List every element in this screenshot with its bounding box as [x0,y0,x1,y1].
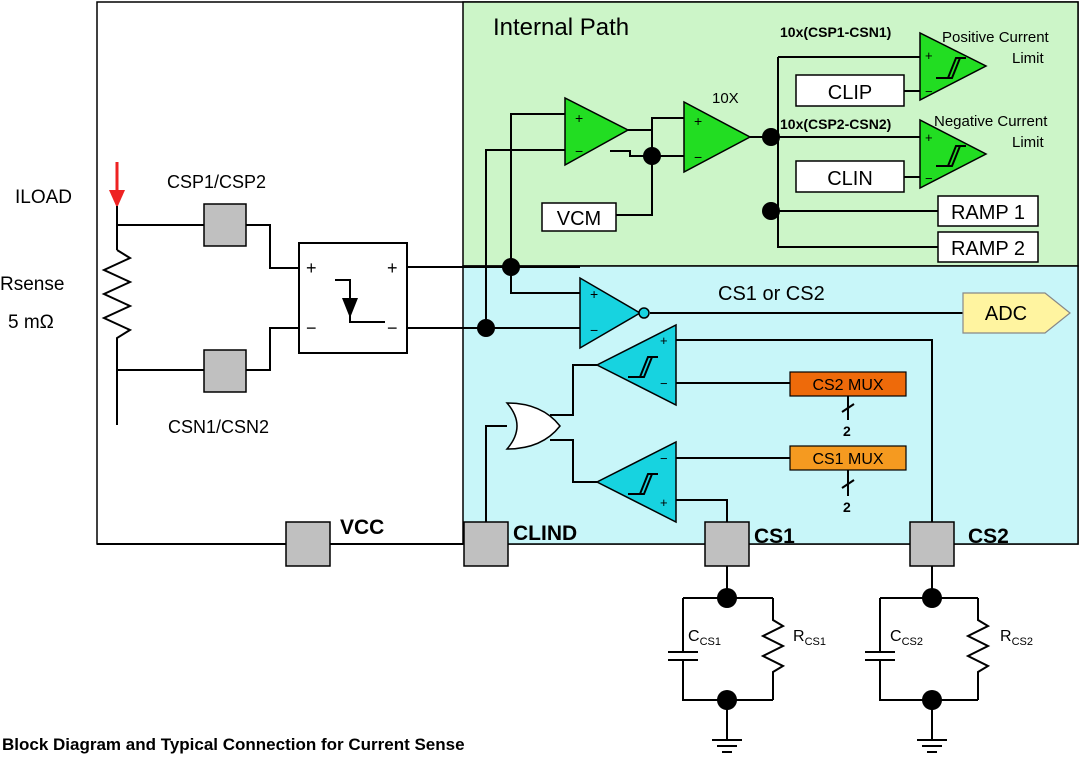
main-wires [97,56,963,545]
or-gate [505,402,561,450]
svg-text:CLIP: CLIP [828,82,872,104]
cs2-external-network: CCS2 RCS2 [865,566,1033,753]
sense-frontend-block: + − + − [298,242,408,354]
rsense-value-label: 5 mΩ [8,312,54,333]
cs1-pin [704,521,750,567]
svg-text:ADC: ADC [985,303,1027,325]
junction-dots [477,128,780,337]
svg-text:CS2 MUX: CS2 MUX [812,377,883,394]
clind-pin [463,521,509,567]
amp-10x: + − [683,100,752,174]
diff2-label: 10x(CSP2-CSN2) [780,116,891,132]
svg-text:+: + [590,286,598,302]
cs1-mux-block: CS1 MUX 2 [789,445,907,515]
svg-text:−: − [660,376,668,391]
neg-limit-label-2: Limit [1012,134,1045,151]
cs2-mux-block: CS2 MUX 2 [789,371,907,439]
svg-text:CCS2: CCS2 [890,628,923,648]
svg-text:−: − [925,84,933,99]
svg-text:RCS2: RCS2 [1000,628,1033,648]
svg-text:−: − [660,451,668,466]
sense-wires [116,206,300,425]
svg-text:−: − [575,143,583,159]
neg-limit-label-1: Negative Current [934,113,1048,130]
figure-caption: Block Diagram and Typical Connection for… [2,735,465,754]
svg-text:2: 2 [843,423,851,439]
clind-label: CLIND [513,522,577,545]
pos-limit-label-1: Positive Current [942,29,1050,46]
svg-text:+: + [306,258,317,278]
comparator-cs2: + − [595,323,677,407]
csn-pin [203,349,247,393]
pos-limit-label-2: Limit [1012,50,1045,67]
cs1-label: CS1 [754,525,795,548]
svg-text:−: − [387,318,398,338]
svg-text:+: + [660,495,668,510]
iload-arrow [109,162,125,208]
ramp1-box: RAMP 1 [937,195,1039,227]
vcc-pin [285,521,331,567]
internal-path-title: Internal Path [493,14,629,41]
comparator-cs1: − + [595,440,677,524]
svg-text:+: + [694,113,702,129]
vcm-box: VCM [541,202,617,232]
rsense-label: Rsense [0,274,64,295]
x10-label: 10X [712,90,739,107]
svg-text:2: 2 [843,499,851,515]
csn-label: CSN1/CSN2 [168,417,269,437]
cs-output-label: CS1 or CS2 [718,283,825,305]
svg-text:+: + [387,258,398,278]
iload-label: ILOAD [15,187,72,208]
svg-text:−: − [694,149,702,165]
svg-text:CLIN: CLIN [827,168,873,190]
clip-box: CLIP [795,74,905,107]
rsense-resistor [101,249,133,344]
cs2-pin [909,521,955,567]
diff1-label: 10x(CSP1-CSN1) [780,24,891,40]
amp-stage1: + − [564,96,630,167]
svg-text:RAMP 2: RAMP 2 [951,238,1025,260]
cs1-external-network: CCS1 RCS1 [668,566,826,753]
svg-text:+: + [925,130,933,145]
svg-text:RAMP 1: RAMP 1 [951,202,1025,224]
csp-pin [203,203,247,247]
svg-text:−: − [590,322,598,338]
svg-text:−: − [306,318,317,338]
clin-box: CLIN [795,160,905,193]
svg-text:−: − [925,171,933,186]
ramp2-box: RAMP 2 [937,231,1039,263]
adc-buffer-amp: + − [579,276,650,350]
svg-text:CS1 MUX: CS1 MUX [812,451,883,468]
svg-text:RCS1: RCS1 [793,628,826,648]
vcc-label: VCC [340,516,384,539]
svg-text:+: + [660,333,668,348]
comparator-negative-limit: + − [919,118,988,190]
svg-text:+: + [575,110,583,126]
comparator-positive-limit: + − [919,31,988,102]
csp-label: CSP1/CSP2 [167,172,266,192]
svg-text:CCS1: CCS1 [688,628,721,648]
svg-text:+: + [925,48,933,63]
svg-text:VCM: VCM [557,208,601,230]
adc-block: ADC [962,292,1071,334]
cs2-label: CS2 [968,525,1009,548]
